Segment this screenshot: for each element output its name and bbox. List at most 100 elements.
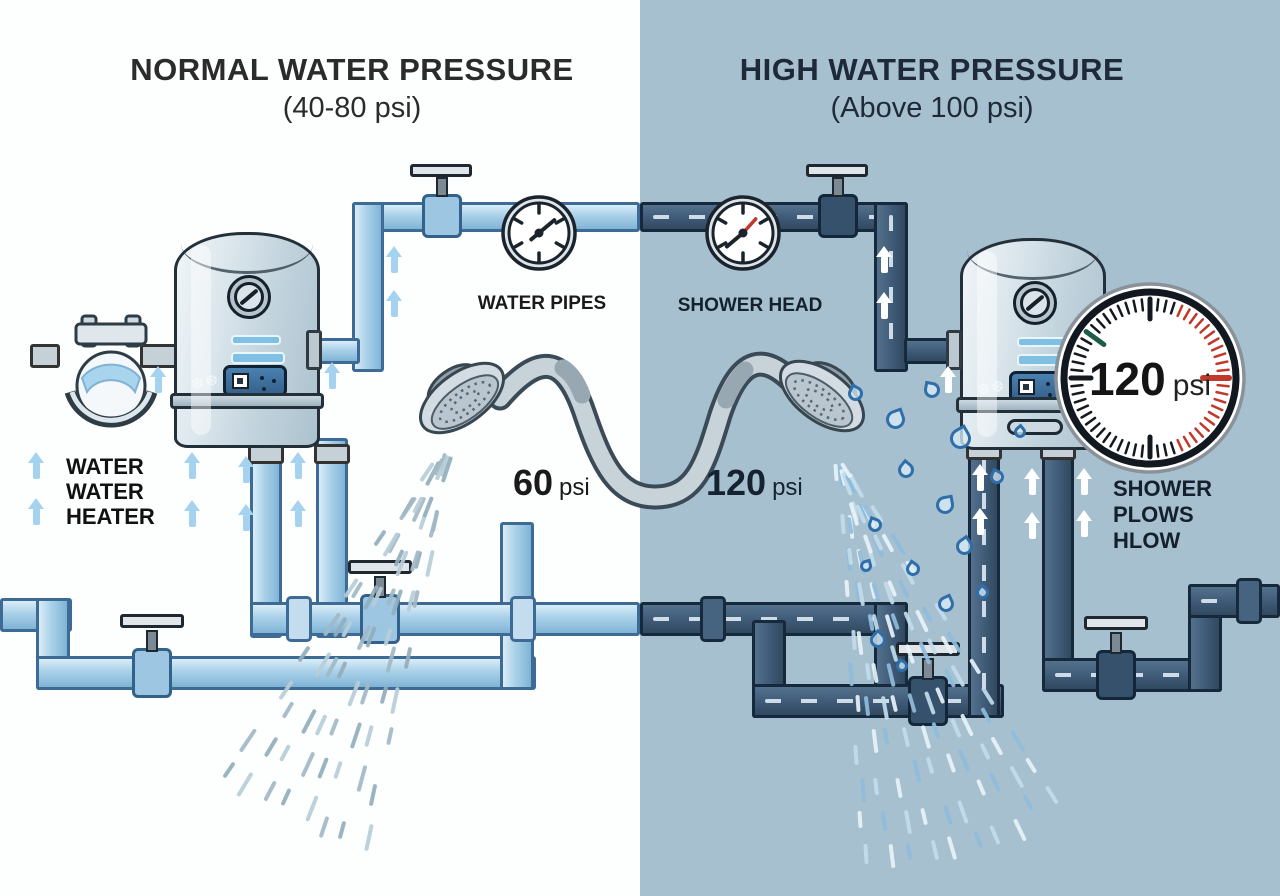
gauge-tick	[1073, 397, 1087, 404]
tank-thermostat-dial	[1013, 281, 1057, 325]
gauge-tick	[1215, 390, 1229, 396]
big-pressure-gauge	[1054, 282, 1246, 474]
edge-run-dark	[1188, 584, 1280, 618]
valve-handle	[120, 614, 184, 628]
valve-handle	[806, 164, 868, 177]
pipe-flange	[306, 330, 322, 370]
gauge-tick	[1132, 299, 1138, 313]
gauge-tick	[1076, 404, 1090, 412]
gauge-tick	[1207, 337, 1220, 346]
gauge-tick	[1194, 427, 1205, 438]
low-run-dark	[752, 684, 1004, 718]
gauge-tick	[1207, 410, 1220, 419]
tank-vent-slot	[231, 335, 281, 345]
gauge-tick	[1102, 431, 1112, 444]
tank-leg-stub	[314, 444, 350, 464]
valve-stem	[832, 177, 844, 197]
water-heater-left: ❆❆	[170, 232, 324, 448]
gauge-tick	[1090, 323, 1101, 334]
valve-handle	[410, 164, 472, 177]
shower-head-high	[778, 359, 866, 433]
gauge-tick	[1216, 368, 1230, 373]
gauge-tick	[1188, 312, 1198, 325]
tank-display	[1018, 379, 1035, 395]
gauge-tick	[1116, 304, 1124, 318]
gauge-tick	[1070, 383, 1084, 388]
gauge-tick	[1199, 422, 1210, 433]
gauge-tick	[1215, 360, 1229, 366]
gauge-tick	[1084, 416, 1097, 426]
gauge-ticks	[1068, 296, 1232, 460]
gauge-tick	[1169, 441, 1176, 455]
gauge-tick	[1182, 435, 1191, 448]
shower-head-normal	[418, 361, 506, 435]
pipe-coupling	[1236, 578, 1262, 624]
big-gauge-unit: psi	[1172, 369, 1212, 402]
gauge-tick	[1203, 416, 1216, 426]
pressure-regulator-clamp	[64, 314, 158, 428]
gauge-tick	[1102, 312, 1112, 325]
right-panel-subtitle: (Above 100 psi)	[830, 92, 1034, 124]
regulator-inlet-stub	[30, 344, 60, 368]
shower-head-label: SHOWER HEAD	[677, 295, 823, 316]
gauge-tick	[1162, 443, 1168, 457]
gauge-tick	[1132, 443, 1138, 457]
gauge-tick	[1090, 422, 1101, 433]
gauge-tick	[1162, 299, 1168, 313]
left-panel-title: NORMAL WATER PRESSURE	[130, 52, 574, 87]
pressure-gauge-normal	[501, 195, 577, 271]
heater-riser-pipe-right	[874, 202, 908, 372]
tank-cap	[967, 241, 1099, 280]
heater-riser-pipe-left	[352, 202, 384, 372]
gauge-tick	[1169, 301, 1176, 315]
tank-thermostat-dial	[227, 275, 271, 319]
gauge-tick	[1073, 352, 1087, 359]
left-panel-subtitle: (40-80 psi)	[282, 92, 422, 124]
pipe-coupling	[286, 596, 312, 642]
gauge-tick	[1203, 330, 1216, 340]
gauge-tick	[1199, 323, 1210, 334]
tank-vent-slot	[231, 352, 285, 364]
right-panel-title: HIGH WATER PRESSURE	[739, 52, 1125, 87]
water-pipes-label: WATER PIPES	[477, 293, 607, 314]
gauge-tick	[1071, 360, 1085, 366]
left-panel-title-block: NORMAL WATER PRESSURE (40-80 psi)	[72, 52, 632, 125]
pressure-gauge-high	[705, 195, 781, 271]
tank-indicator-lights	[1046, 382, 1050, 386]
gauge-tick	[1140, 444, 1145, 458]
valve-body	[1096, 650, 1136, 700]
gauge-tick	[1095, 427, 1106, 438]
tank-display	[232, 373, 249, 389]
gauge-tick	[1210, 404, 1224, 412]
heater-drop-pipe-4	[1042, 444, 1074, 692]
gauge-tick	[1080, 337, 1093, 346]
shower-flow-label: SHOWER PLOWS HLOW	[1113, 476, 1212, 553]
right-panel-title-block: HIGH WATER PRESSURE (Above 100 psi)	[652, 52, 1212, 125]
big-gauge-value: 120	[1088, 353, 1166, 405]
gauge-tick	[1216, 383, 1230, 388]
valve-stem	[146, 630, 158, 652]
gauge-tick	[1176, 304, 1184, 318]
top-pipe-light	[352, 202, 640, 232]
gauge-tick	[1155, 444, 1160, 458]
tank-indicator-lights	[260, 376, 264, 380]
gauge-tick	[1083, 329, 1107, 347]
gauge-tick	[1155, 298, 1160, 312]
gauge-tick	[1213, 397, 1227, 404]
gauge-tick	[1095, 318, 1106, 329]
gauge-tick	[1109, 308, 1118, 321]
pipe-coupling	[700, 596, 726, 642]
gauge-tick	[1080, 410, 1093, 419]
gauge-tick	[1213, 352, 1227, 359]
gauge-tick	[1124, 301, 1131, 315]
gauge-tick	[1109, 435, 1118, 448]
valve-stem	[1110, 632, 1122, 654]
gauge-tick	[1076, 344, 1090, 352]
water-heater-label: WATER WATER HEATER	[66, 454, 155, 529]
tank-cap	[181, 235, 313, 274]
mid-run-light	[250, 602, 640, 636]
gauge-tick	[1182, 308, 1191, 321]
